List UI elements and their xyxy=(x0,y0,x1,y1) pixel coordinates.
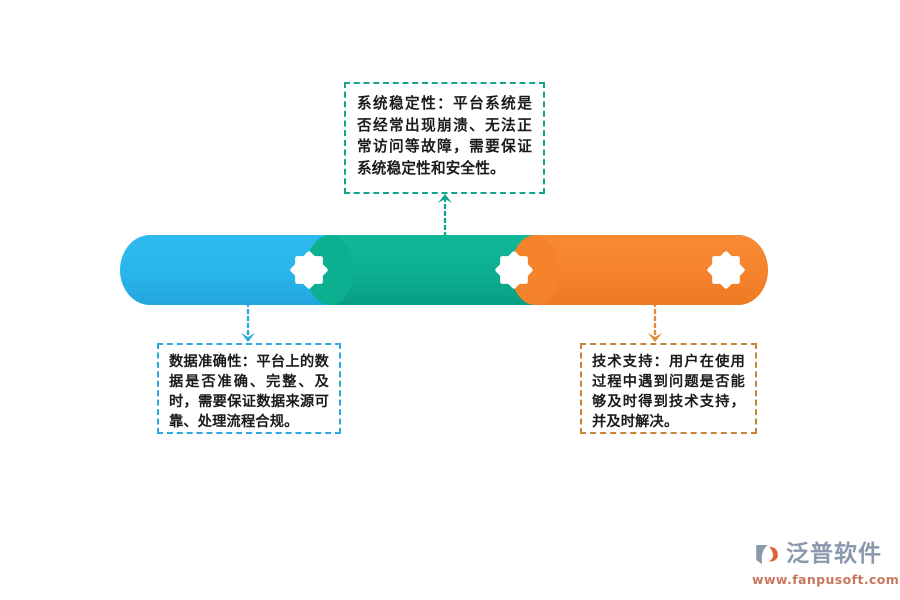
callout-technical-support[interactable]: 技术支持：用户在使用过程中遇到问题是否能够及时得到技术支持，并及时解决。 xyxy=(580,343,757,434)
watermark-brand: 泛普软件 xyxy=(786,540,882,567)
fanpu-logo-icon xyxy=(756,545,778,565)
connector-top xyxy=(438,194,452,238)
callout-data-accuracy[interactable]: 数据准确性：平台上的数据是否准确、完整、及时，需要保证数据来源可靠、处理流程合规… xyxy=(157,343,341,434)
arrowhead-up-icon xyxy=(438,194,452,203)
callout-text-data-accuracy: 数据准确性：平台上的数据是否准确、完整、及时，需要保证数据来源可靠、处理流程合规… xyxy=(169,354,329,431)
segment-lip-orange xyxy=(511,235,559,305)
connector-right xyxy=(648,301,662,342)
watermark-url: www.fanpusoft.com xyxy=(752,572,900,587)
callout-text-technical-support: 技术支持：用户在使用过程中遇到问题是否能够及时得到技术支持，并及时解决。 xyxy=(592,354,745,431)
connector-left xyxy=(241,301,255,342)
segmented-cylinder xyxy=(120,235,768,305)
arrowhead-down-icon xyxy=(241,333,255,342)
segment-lip-green xyxy=(306,235,354,305)
callout-system-stability[interactable]: 系统稳定性：平台系统是否经常出现崩溃、无法正常访问等故障，需要保证系统稳定性和安… xyxy=(344,82,545,194)
watermark: 泛普软件 www.fanpusoft.com xyxy=(752,538,900,592)
callout-text-system-stability: 系统稳定性：平台系统是否经常出现崩溃、无法正常访问等故障，需要保证系统稳定性和安… xyxy=(357,95,532,177)
arrowhead-down-icon xyxy=(648,333,662,342)
